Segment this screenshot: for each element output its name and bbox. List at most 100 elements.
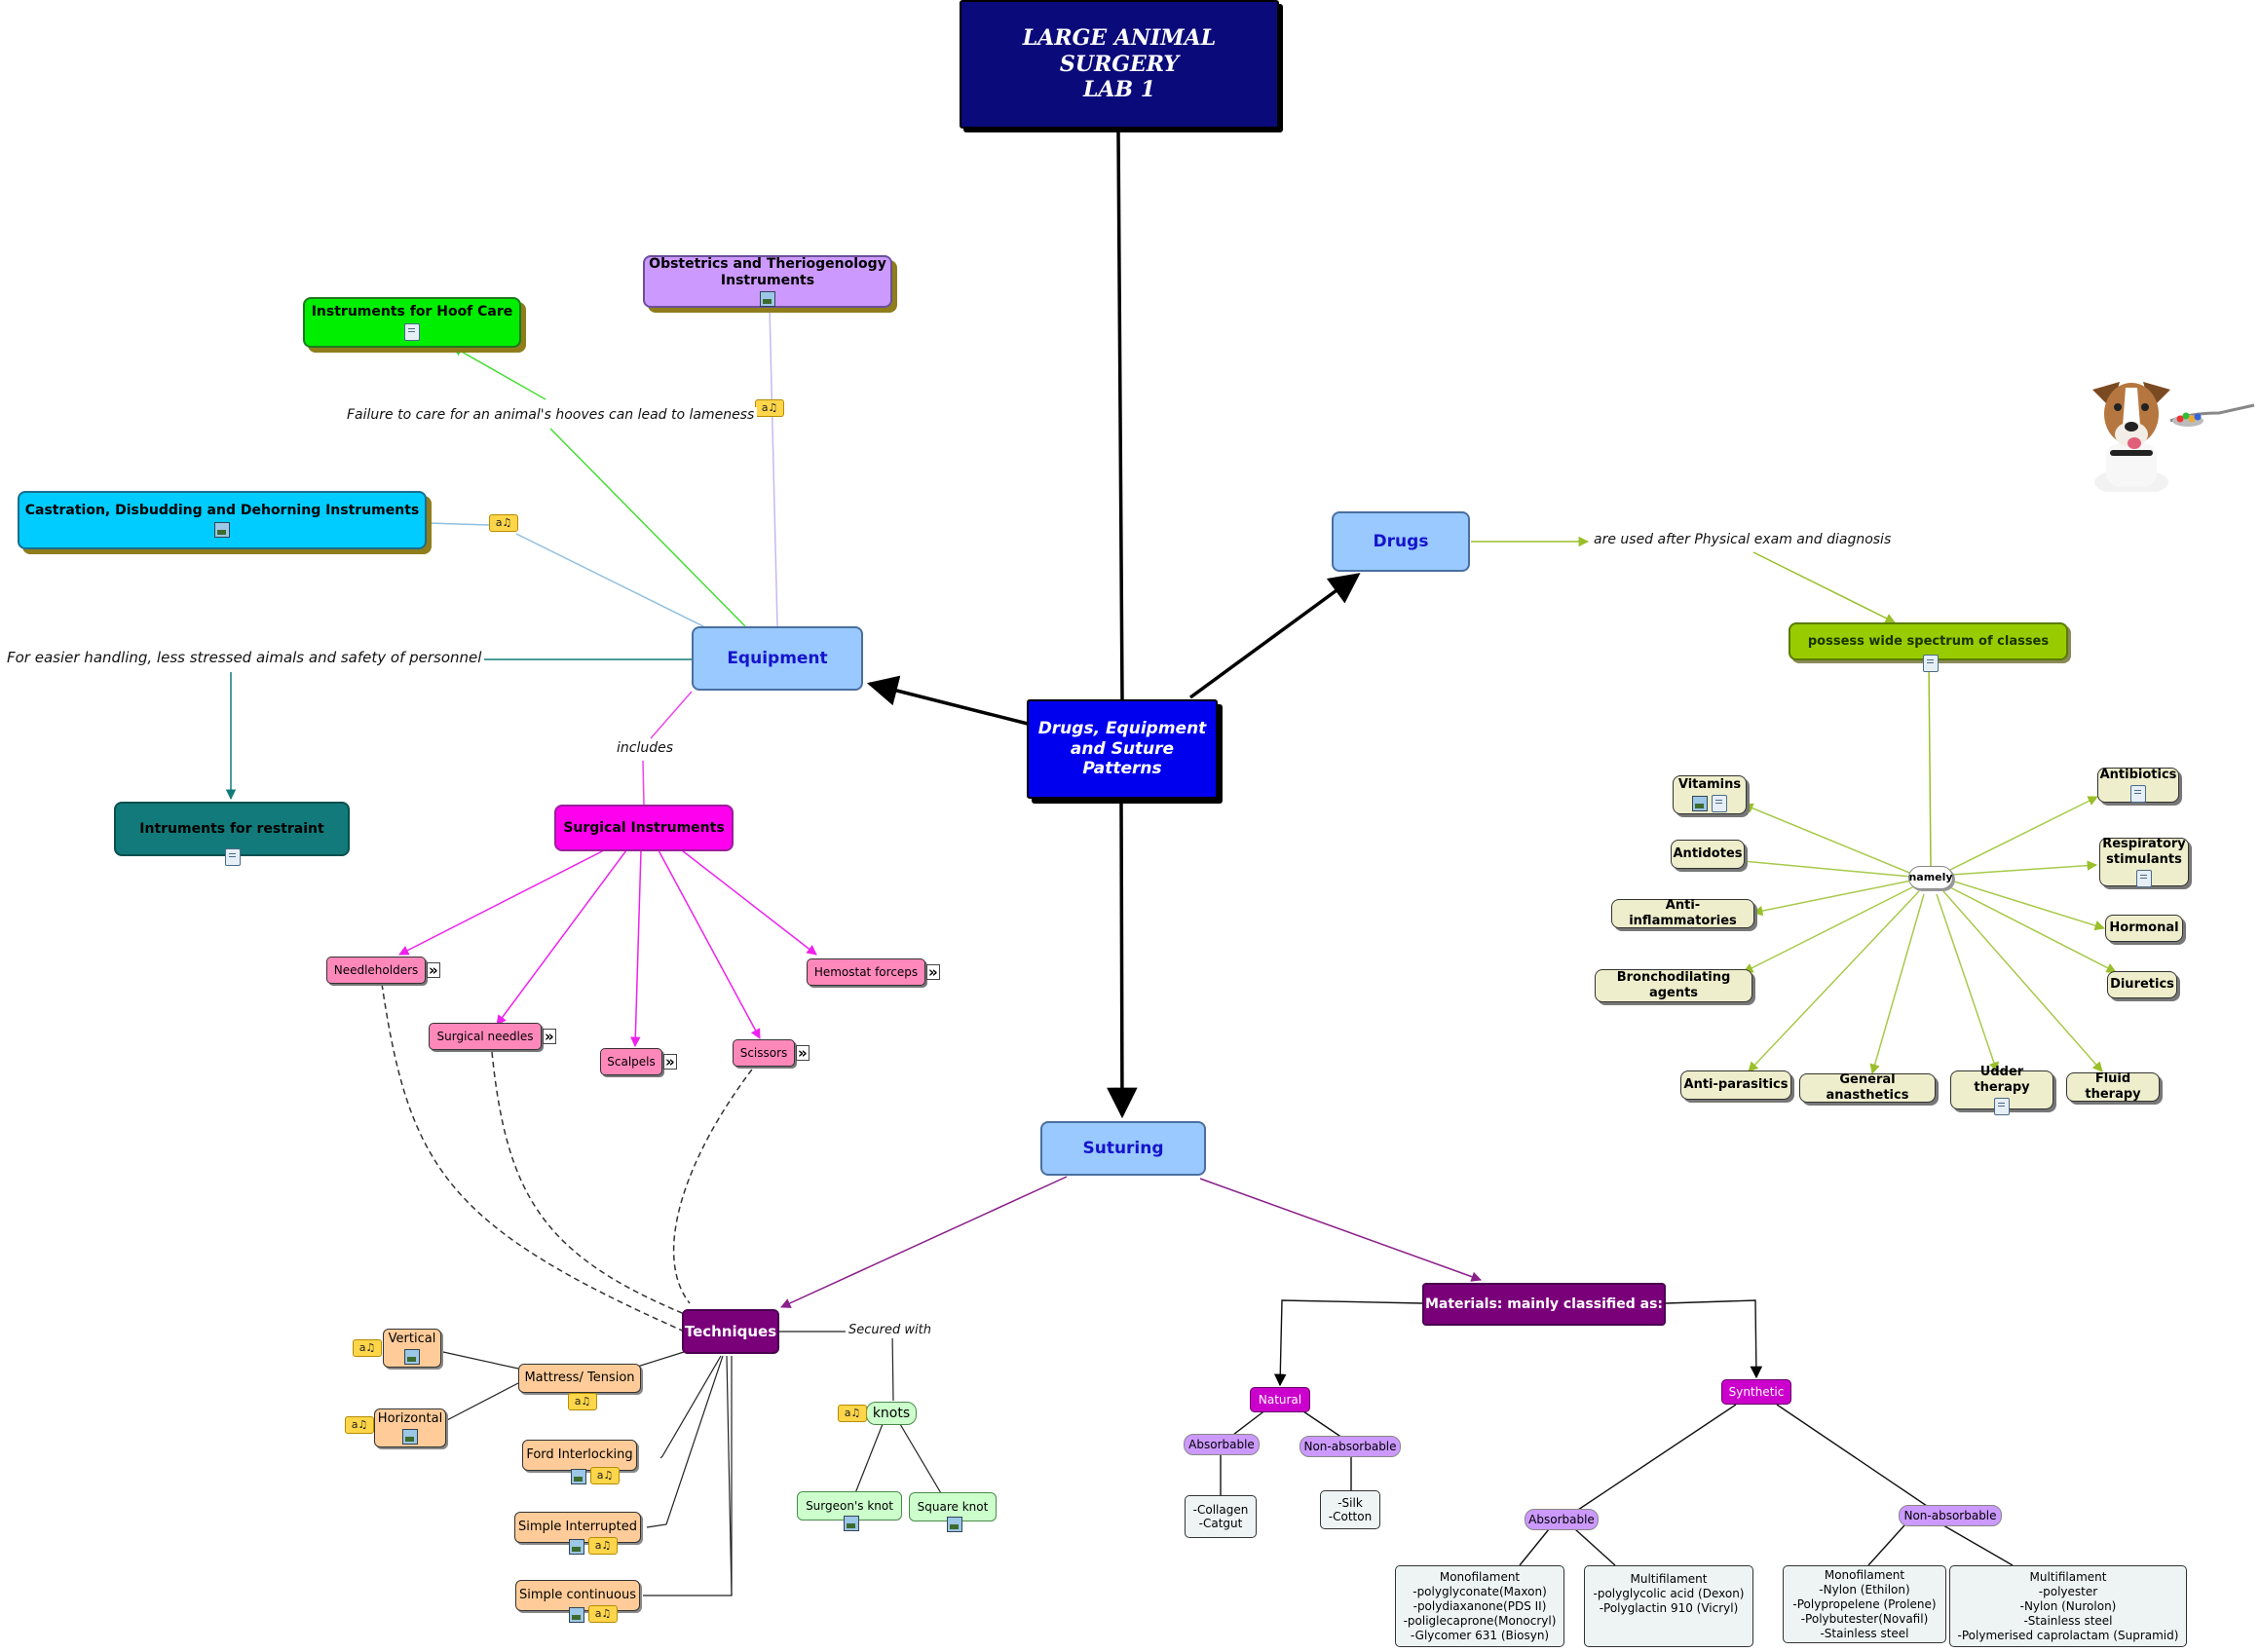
synthetic-absorbable-monofilament[interactable]: Monofilament -polyglyconate(Maxon) -poly… — [1395, 1565, 1564, 1647]
expand-chevron-icon[interactable]: » — [663, 1053, 677, 1070]
suturing-node[interactable]: Suturing — [1040, 1121, 1206, 1176]
audio-video-icon[interactable]: a♫ — [838, 1405, 867, 1422]
anaesthetics-node[interactable]: General anasthetics — [1799, 1072, 1936, 1103]
audio-video-icon[interactable]: a♫ — [588, 1537, 618, 1555]
natural-nonabsorbable-items[interactable]: -Silk -Cotton — [1320, 1490, 1380, 1529]
techniques-node[interactable]: Techniques — [682, 1309, 779, 1354]
central-line2: and Suture Patterns — [1070, 738, 1175, 779]
hormonal-node[interactable]: Hormonal — [2105, 915, 2183, 942]
synthetic-nonabsorbable-node[interactable]: Non-absorbable — [1899, 1505, 2002, 1526]
square-knot-label: Square knot — [917, 1499, 989, 1514]
respiratory-label: Respiratory stimulants — [2102, 836, 2186, 867]
document-icon[interactable] — [2136, 870, 2152, 888]
castration-node[interactable]: Castration, Disbudding and Dehorning Ins… — [18, 491, 427, 549]
image-icon[interactable] — [760, 291, 775, 308]
document-icon[interactable] — [225, 848, 241, 866]
expand-chevron-icon[interactable]: » — [427, 961, 440, 979]
synthetic-nonabsorbable-label: Non-absorbable — [1903, 1508, 1997, 1522]
natural-nonabsorbable-node[interactable]: Non-absorbable — [1300, 1436, 1401, 1457]
document-icon[interactable] — [404, 322, 420, 341]
image-icon[interactable] — [1692, 796, 1708, 812]
fluid-therapy-label: Fluid therapy — [2085, 1071, 2141, 1102]
image-icon[interactable] — [569, 1539, 584, 1555]
vertical-label: Vertical — [388, 1331, 436, 1346]
hoof-care-node[interactable]: Instruments for Hoof Care — [303, 297, 521, 348]
audio-video-icon[interactable]: a♫ — [353, 1339, 382, 1357]
natural-node[interactable]: Natural — [1250, 1387, 1310, 1412]
synthetic-nonabsorbable-multifilament[interactable]: Multifilament -polyester -Nylon (Nurolon… — [1949, 1565, 2187, 1647]
anaesthetics-label: General anasthetics — [1826, 1072, 1909, 1103]
simple-interrupted-node[interactable]: Simple Interrupted — [514, 1512, 641, 1543]
vitamins-node[interactable]: Vitamins — [1673, 775, 1747, 814]
document-icon[interactable] — [1923, 655, 1939, 672]
hemostat-node[interactable]: Hemostat forceps — [807, 958, 925, 986]
scissors-node[interactable]: Scissors — [733, 1039, 795, 1067]
ford-interlocking-label: Ford Interlocking — [526, 1447, 633, 1463]
obstetrics-node[interactable]: Obstetrics and Theriogenology Instrument… — [643, 255, 892, 308]
drug-classes-node[interactable]: possess wide spectrum of classes — [1789, 622, 2068, 672]
restraint-node[interactable]: Intruments for restraint — [114, 802, 350, 866]
simple-continuous-node[interactable]: Simple continuous — [515, 1580, 640, 1611]
audio-video-icon[interactable]: a♫ — [590, 1467, 620, 1484]
horizontal-node[interactable]: Horizontal — [374, 1408, 446, 1447]
udder-therapy-label: Udder therapy — [1974, 1064, 2030, 1095]
mattress-label: Mattress/ Tension — [524, 1370, 635, 1386]
surgical-needles-node[interactable]: Surgical needles — [429, 1023, 542, 1050]
vertical-node[interactable]: Vertical — [383, 1329, 441, 1368]
image-icon[interactable] — [214, 521, 230, 538]
document-icon[interactable] — [1712, 795, 1727, 813]
image-icon[interactable] — [404, 1349, 420, 1366]
anti-inflammatories-node[interactable]: Anti-inflammatories — [1611, 898, 1754, 928]
needleholders-node[interactable]: Needleholders — [326, 957, 426, 984]
natural-absorbable-items[interactable]: -Collagen -Catgut — [1185, 1495, 1257, 1538]
audio-video-icon[interactable]: a♫ — [489, 514, 518, 532]
natural-absorbable-label: Absorbable — [1188, 1437, 1255, 1451]
drugs-node[interactable]: Drugs — [1332, 511, 1470, 572]
natural-label: Natural — [1258, 1392, 1302, 1407]
audio-video-icon[interactable]: a♫ — [588, 1605, 618, 1623]
document-icon[interactable] — [2130, 785, 2146, 804]
materials-node[interactable]: Materials: mainly classified as: — [1422, 1283, 1666, 1326]
synthetic-absorbable-node[interactable]: Absorbable — [1525, 1509, 1599, 1530]
drug-classes-label: possess wide spectrum of classes — [1807, 633, 2050, 649]
knots-node[interactable]: knots — [866, 1402, 917, 1425]
synthetic-absorbable-multifilament[interactable]: Multifilament -polyglycolic acid (Dexon)… — [1584, 1565, 1753, 1647]
surgeons-knot-node[interactable]: Surgeon's knot — [797, 1491, 902, 1531]
expand-chevron-icon[interactable]: » — [543, 1028, 556, 1045]
diuretics-node[interactable]: Diuretics — [2107, 971, 2177, 998]
scalpels-node[interactable]: Scalpels — [600, 1048, 662, 1075]
namely-hub[interactable]: namely — [1908, 866, 1953, 889]
title-node[interactable]: LARGE ANIMAL SURGERY LAB 1 — [960, 0, 1279, 129]
ford-interlocking-node[interactable]: Ford Interlocking — [522, 1440, 637, 1471]
hemostat-label: Hemostat forceps — [813, 964, 919, 979]
synthetic-nonabsorbable-monofilament[interactable]: Monofilament -Nylon (Ethilon) -Polyprope… — [1783, 1565, 1946, 1643]
synthetic-node[interactable]: Synthetic — [1721, 1379, 1791, 1405]
udder-therapy-node[interactable]: Udder therapy — [1950, 1065, 2053, 1116]
fluid-therapy-node[interactable]: Fluid therapy — [2066, 1071, 2160, 1102]
audio-video-icon[interactable]: a♫ — [345, 1416, 374, 1434]
antibiotics-node[interactable]: Antibiotics — [2097, 768, 2179, 804]
image-icon[interactable] — [569, 1607, 584, 1623]
equipment-node[interactable]: Equipment — [692, 626, 863, 691]
central-node[interactable]: Drugs, Equipment and Suture Patterns — [1027, 699, 1218, 799]
natural-absorbable-node[interactable]: Absorbable — [1184, 1434, 1260, 1455]
anti-parasitics-node[interactable]: Anti-parasitics — [1680, 1070, 1791, 1100]
square-knot-node[interactable]: Square knot — [909, 1492, 997, 1532]
anti-inflammatories-label: Anti-inflammatories — [1629, 898, 1737, 928]
image-icon[interactable] — [844, 1516, 859, 1531]
image-icon[interactable] — [402, 1429, 418, 1446]
antidotes-node[interactable]: Antidotes — [1671, 840, 1745, 869]
image-icon[interactable] — [571, 1469, 586, 1484]
expand-chevron-icon[interactable]: » — [926, 963, 940, 981]
expand-chevron-icon[interactable]: » — [796, 1044, 810, 1062]
surgical-instruments-node[interactable]: Surgical Instruments — [554, 805, 734, 851]
mattress-node[interactable]: Mattress/ Tension — [518, 1364, 641, 1393]
audio-video-icon[interactable]: a♫ — [755, 399, 784, 417]
restraint-label: Intruments for restraint — [139, 820, 324, 837]
image-icon[interactable] — [947, 1517, 962, 1532]
document-icon[interactable] — [1994, 1098, 2010, 1116]
respiratory-node[interactable]: Respiratory stimulants — [2099, 836, 2189, 888]
audio-video-icon[interactable]: a♫ — [568, 1393, 597, 1410]
bronchodilating-node[interactable]: Bronchodilating agents — [1595, 969, 1752, 1002]
